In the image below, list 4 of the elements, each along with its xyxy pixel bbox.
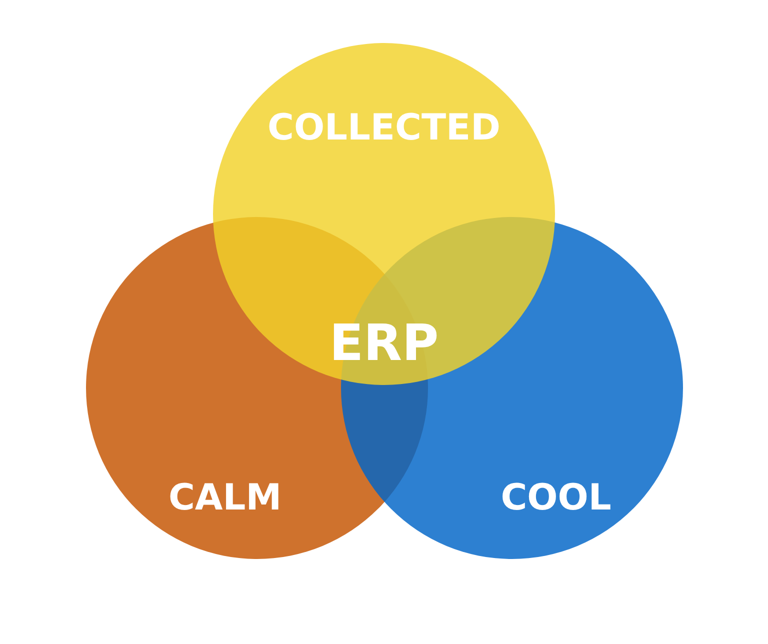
circle-label: COLLECTED [268, 108, 500, 148]
circle-label: COOL [500, 478, 612, 518]
circle-label: CALM [168, 478, 282, 518]
center-label: ERP [329, 314, 439, 372]
